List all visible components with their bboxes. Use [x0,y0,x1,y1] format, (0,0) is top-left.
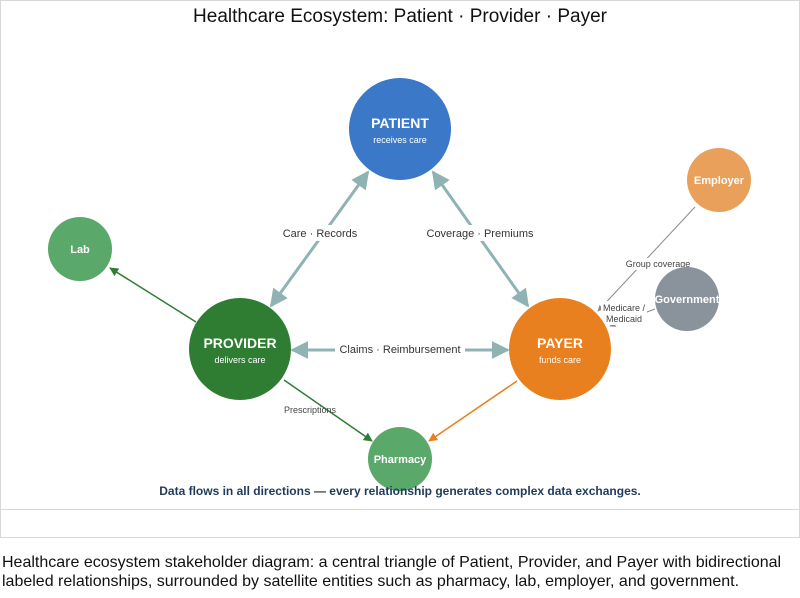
label-bg [335,342,465,358]
label-bg [622,258,694,270]
node-employer[interactable]: Employer [687,148,751,212]
node-government[interactable]: Government [655,267,720,331]
figure-caption: Healthcare ecosystem stakeholder diagram… [2,554,782,590]
node-patient[interactable]: PATIENT receives care [349,78,451,180]
node-provider-circle [189,298,291,400]
label-bg [601,301,647,325]
node-patient-circle [349,78,451,180]
node-provider-sub: delivers care [214,355,265,365]
node-employer-name: Employer [694,175,745,187]
edge-label-patient-provider: Care · Records [283,228,358,240]
edge-label-patient-payer: Coverage · Premiums [427,228,534,240]
ecosystem-diagram: Care · Records Coverage · Premiums Claim… [48,78,751,498]
edge-label-provider-payer: Claims · Reimbursement [339,344,460,356]
node-pharmacy[interactable]: Pharmacy [368,427,432,491]
node-payer-name: PAYER [537,335,583,351]
edge-label-provider-pharmacy: Prescriptions [284,405,337,415]
node-lab-name: Lab [70,244,90,256]
node-provider[interactable]: PROVIDER delivers care [189,298,291,400]
blank-strip [0,510,800,538]
diagram-title: Healthcare Ecosystem: Patient · Provider… [193,6,607,27]
edge-label-employer-payer: Group coverage [626,259,691,269]
edge-label-government-payer-line2: Medicaid [606,314,642,324]
node-lab[interactable]: Lab [48,217,112,281]
node-pharmacy-name: Pharmacy [374,454,427,466]
node-provider-name: PROVIDER [203,335,276,351]
label-bg [422,225,538,241]
node-payer[interactable]: PAYER funds care [509,298,611,400]
label-bg [280,225,360,241]
node-government-circle [655,267,719,331]
node-payer-sub: funds care [539,355,581,365]
node-patient-sub: receives care [373,135,427,145]
node-employer-circle [687,148,751,212]
edge-provider-pharmacy [283,379,373,442]
node-patient-name: PATIENT [371,115,429,131]
node-payer-circle [509,298,611,400]
node-government-name: Government [655,294,720,306]
node-pharmacy-circle [368,427,432,491]
node-lab-circle [48,217,112,281]
edge-label-government-payer-line1: Medicare / [603,303,646,313]
edge-payer-pharmacy [428,380,518,442]
footer-note: Data flows in all directions — every rel… [159,484,641,498]
edge-provider-lab [109,267,197,323]
